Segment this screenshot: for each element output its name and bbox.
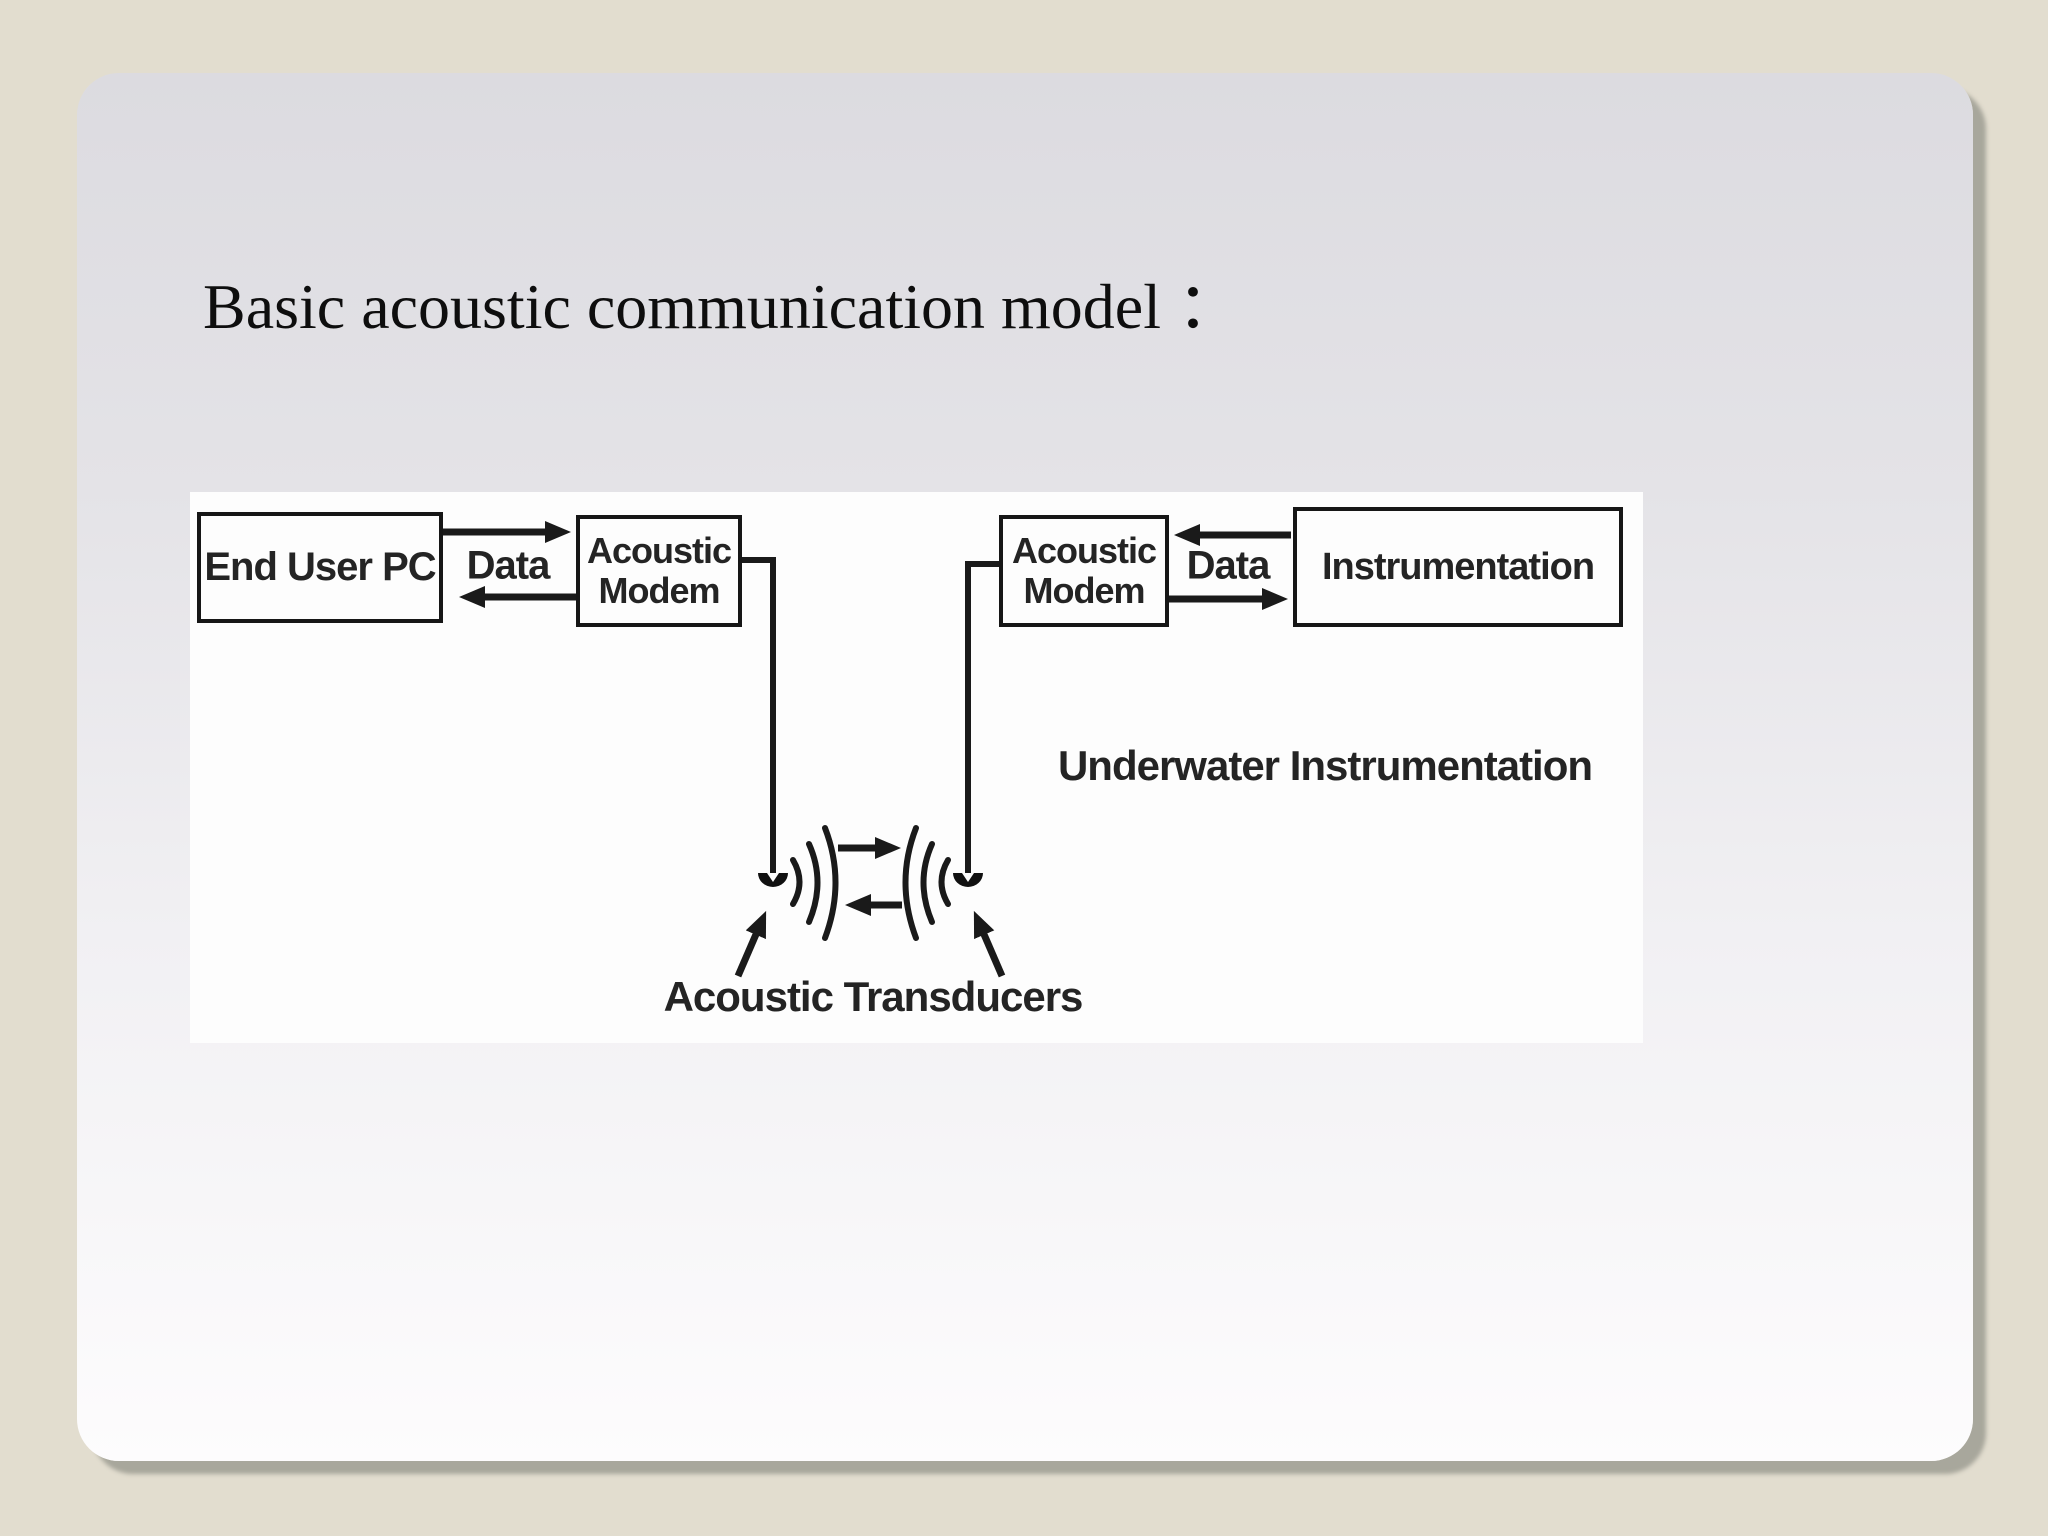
data-label-left: Data [466,543,551,588]
acoustic-link-arrows-icon [838,837,902,916]
box-acoustic-modem-right: Acoustic Modem [999,515,1169,627]
diagram-connectors [443,521,1291,978]
underwater-instrumentation-label: Underwater Instrumentation [1057,742,1593,789]
sound-waves-right-icon [790,825,839,941]
transducer-callout-arrows-icon [734,910,1006,978]
box-acoustic-modem-left-line1: Acoustic [586,529,732,571]
box-acoustic-modem-left-line2: Modem [598,570,721,611]
box-acoustic-modem-left: Acoustic Modem [576,515,742,627]
data-arrows-right-icon [1169,524,1291,610]
box-instrumentation: Instrumentation [1293,507,1623,627]
transducer-cables-icon [742,557,999,873]
transducer-right-icon [953,873,983,887]
slide-title: Basic acoustic communication model ： [203,271,1241,342]
slide-panel: Basic acoustic communication model ： [77,73,1973,1461]
box-instrumentation-label: Instrumentation [1321,545,1595,588]
box-end-user-pc: End User PC [197,512,443,623]
data-arrows-left-icon [443,521,576,608]
transducer-left-icon [758,873,788,887]
sound-waves-left-icon [902,825,951,941]
acoustic-transducers-label: Acoustic Transducers [663,973,1084,1020]
acoustic-communication-diagram: End User PC Acoustic Modem Acoustic Mode… [190,492,1643,1043]
data-label-right: Data [1186,543,1271,588]
box-acoustic-modem-right-line1: Acoustic [1011,529,1157,571]
box-acoustic-modem-right-line2: Modem [1023,570,1146,611]
box-end-user-pc-label: End User PC [204,545,436,590]
